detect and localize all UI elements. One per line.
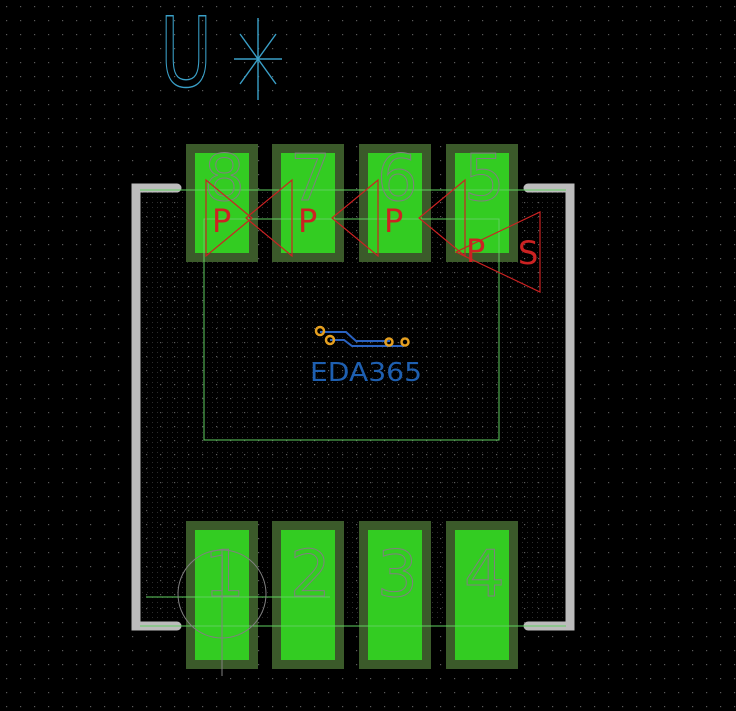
logo-text: EDA365	[310, 358, 422, 388]
pin-marker-label-7: P	[298, 202, 317, 240]
pad-5[interactable]	[455, 153, 509, 253]
pads-top	[186, 144, 518, 262]
pin-number-1: 1	[204, 538, 245, 612]
pin-marker-label-extra: S	[518, 234, 538, 272]
pin-number-4: 4	[464, 538, 505, 612]
pin-marker-label-6: P	[384, 202, 403, 240]
logo-trace-icon	[320, 331, 404, 347]
courtyard-outline	[140, 189, 566, 627]
pad-6[interactable]	[368, 153, 422, 253]
logo-via-icon	[400, 337, 410, 347]
logo-via-icon	[314, 325, 326, 337]
asterisk-icon	[234, 18, 282, 100]
pin-number-5: 5	[464, 142, 505, 216]
pin-marker-label-5: P	[466, 232, 485, 270]
logo-via-icon	[324, 334, 336, 346]
pin-markers	[205, 178, 541, 293]
logo: EDA365	[310, 325, 422, 388]
pin-numbers: 8 7 6 5 1 2 3 4	[204, 142, 506, 613]
pad-2[interactable]	[281, 530, 335, 660]
pad-4[interactable]	[455, 530, 509, 660]
pin-1-indicator	[177, 549, 267, 676]
pin-marker-label-8: P	[212, 202, 231, 240]
pin-number-6: 6	[377, 142, 418, 216]
pin-number-3: 3	[377, 538, 418, 612]
pad-7[interactable]	[281, 153, 335, 253]
pin-number-7: 7	[290, 142, 331, 216]
pin-marker-labels: P P P P S	[212, 202, 538, 272]
logo-via-icon	[384, 337, 394, 347]
pin-number-8: 8	[204, 142, 245, 216]
pin-number-2: 2	[290, 538, 331, 612]
pad-3[interactable]	[368, 530, 422, 660]
designator-letter: U	[160, 0, 212, 109]
